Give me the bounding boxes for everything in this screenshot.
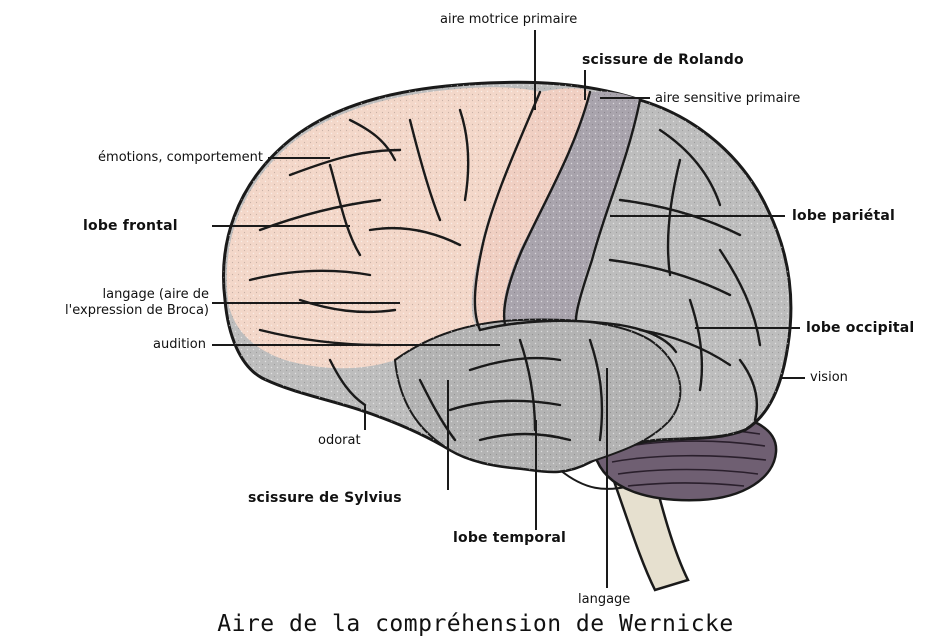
label-emotions: émotions, comportement: [48, 150, 263, 166]
caption-wernicke: Aire de la compréhension de Wernicke: [0, 611, 951, 637]
label-rolando-fissure: scissure de Rolando: [582, 52, 744, 68]
label-sensory-area: aire sensitive primaire: [655, 91, 800, 107]
label-odorat: odorat: [318, 433, 361, 449]
label-vision: vision: [810, 370, 848, 386]
label-parietal-lobe: lobe pariétal: [792, 208, 895, 224]
label-sylvius-fissure: scissure de Sylvius: [248, 490, 402, 506]
label-broca-area: langage (aire de l'expression de Broca): [4, 287, 209, 319]
label-frontal-lobe: lobe frontal: [83, 218, 178, 234]
label-audition: audition: [100, 337, 206, 353]
label-occipital-lobe: lobe occipital: [806, 320, 914, 336]
label-temporal-lobe: lobe temporal: [453, 530, 566, 546]
label-langage-wernicke: langage: [578, 592, 630, 608]
label-motor-area: aire motrice primaire: [440, 12, 577, 28]
